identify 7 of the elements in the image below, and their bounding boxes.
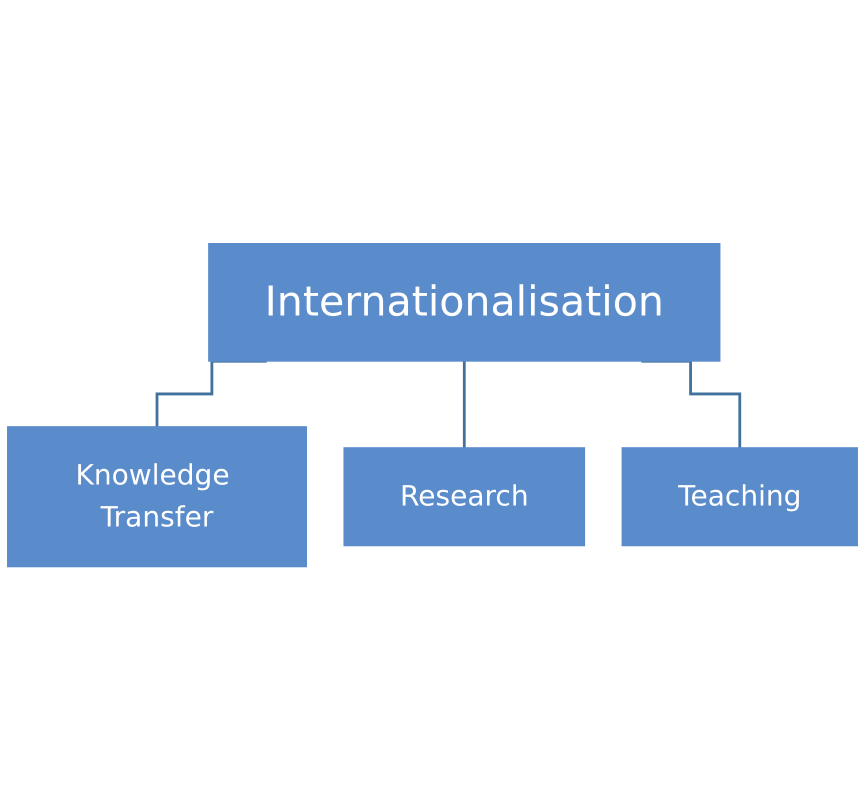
connector	[462, 360, 466, 449]
node-box: Teaching	[622, 447, 858, 546]
node-box: Internationalisation	[208, 242, 720, 362]
connector	[641, 360, 742, 449]
node-box: Knowledge Transfer	[7, 426, 307, 568]
node-box: Research	[343, 447, 586, 546]
connector	[156, 360, 267, 428]
